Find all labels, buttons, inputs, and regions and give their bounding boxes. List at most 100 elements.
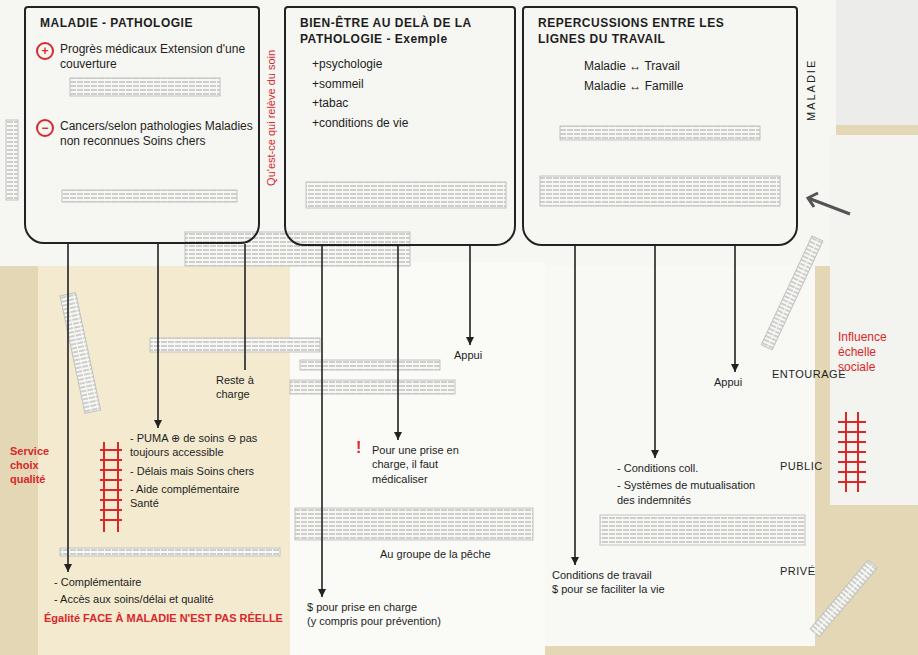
printed-strip <box>560 126 760 140</box>
connector-arrow <box>654 246 656 458</box>
node-text: Reste à charge <box>216 373 272 402</box>
printed-strip <box>295 508 533 540</box>
printed-strip <box>185 232 410 266</box>
node-text: Conditions de travail <box>552 568 723 582</box>
red-grid <box>838 421 866 423</box>
node-text: $ pour prise en charge <box>307 600 498 614</box>
vertical-note: Qu'est-ce qui relève du soin <box>265 23 279 213</box>
box-heading: REPERCUSSIONS ENTRE LES LIGNES DU TRAVAI… <box>538 16 763 47</box>
exclamation-mark: ! <box>356 438 368 458</box>
side-label: PUBLIC <box>780 460 830 474</box>
connector-arrow <box>244 244 246 370</box>
connector-arrow <box>157 244 159 428</box>
red-ladder <box>100 519 122 521</box>
red-grid <box>838 471 866 473</box>
list-item: +conditions de vie <box>312 116 514 132</box>
red-ladder <box>100 499 122 501</box>
red-note: Égalité FACE À MALADIE N'EST PAS RÉELLE <box>44 612 292 626</box>
printed-strip <box>300 360 440 370</box>
box-heading: BIEN-ÊTRE AU DELÀ DE LA PATHOLOGIE - Exe… <box>300 16 490 47</box>
node-text: Cancers/selon pathologies Maladies non r… <box>60 119 254 150</box>
red-note: Service choix qualité <box>10 445 62 486</box>
printed-strip <box>150 338 320 352</box>
text-node: - PUMA ⊕ de soins ⊖ pas toujours accessi… <box>128 428 268 513</box>
list-item: Maladie ↔ Famille <box>584 79 796 95</box>
paper-sheet <box>0 0 836 266</box>
red-grid <box>838 451 866 453</box>
printed-strip <box>60 293 101 414</box>
list-item: - Délais mais Soins chers <box>130 464 266 478</box>
node-text: Pour une prise en charge, il faut médica… <box>372 443 493 486</box>
red-ladder <box>100 489 122 491</box>
pointer-arrow <box>808 193 850 214</box>
printed-strip <box>290 380 455 394</box>
rounded-box: BIEN-ÊTRE AU DELÀ DE LA PATHOLOGIE - Exe… <box>284 6 516 246</box>
red-ladder <box>117 442 119 532</box>
red-ladder <box>100 469 122 471</box>
list-item: - Conditions coll. <box>617 461 771 475</box>
red-ladder <box>100 459 122 461</box>
text-node: Pour une prise en charge, il faut médica… <box>370 440 495 489</box>
red-ladder <box>103 442 105 532</box>
text-node: Reste à charge <box>214 370 274 405</box>
list-item: - Accès aux soins/délai et qualité <box>54 592 285 606</box>
printed-strip <box>6 120 18 200</box>
printed-strip <box>62 190 237 202</box>
box-heading: MALADIE - PATHOLOGIE <box>40 16 250 32</box>
red-ladder <box>100 449 122 451</box>
printed-strip <box>761 236 823 350</box>
printed-strip <box>540 176 780 206</box>
paper-sheet <box>836 0 918 125</box>
paper-sheet <box>38 266 290 655</box>
node-text: Appui <box>714 375 760 389</box>
plus-sign: + <box>36 42 54 60</box>
list-item: +tabac <box>312 96 514 112</box>
note: Au groupe de la pêche <box>380 548 530 562</box>
connector-arrow <box>67 244 69 572</box>
node-text: Appui <box>454 348 500 362</box>
list-item: - Aide complémentaire Santé <box>130 482 266 511</box>
printed-strip <box>6 78 877 637</box>
rounded-box: MALADIE - PATHOLOGIE + Progrès médicaux Ex… <box>24 6 260 244</box>
connector-arrow <box>574 246 576 565</box>
side-label: PRIVÉ <box>780 565 824 579</box>
list-item: +psychologie <box>312 57 514 73</box>
list-item: +sommeil <box>312 77 514 93</box>
red-grid <box>838 412 866 492</box>
list-item: - Complémentaire <box>54 575 285 589</box>
printed-strip <box>810 560 877 637</box>
red-ladder <box>100 479 122 481</box>
node-text: (y compris pour prévention) <box>307 614 498 628</box>
text-node: - Complémentaire - Accès aux soins/délai … <box>52 572 287 610</box>
red-ladder <box>100 509 122 511</box>
connector-arrow <box>321 246 323 597</box>
text-node: Appui <box>712 372 762 392</box>
list-item: - PUMA ⊕ de soins ⊖ pas toujours accessi… <box>130 431 266 460</box>
red-grid <box>838 481 866 483</box>
text-node: - Conditions coll. - Systèmes de mutualis… <box>615 458 773 510</box>
minus-sign: − <box>36 119 54 137</box>
list-item: - Systèmes de mutualisation des indemnit… <box>617 478 771 507</box>
red-note: Influence échelle sociale <box>838 330 914 375</box>
text-node: Conditions de travail$ pour se faciliter… <box>550 565 725 600</box>
text-node: $ pour prise en charge(y compris pour pr… <box>305 597 500 632</box>
printed-strip <box>60 548 280 556</box>
connector-arrow <box>734 246 736 372</box>
connector-arrow <box>469 246 471 345</box>
red-grid <box>838 431 866 433</box>
text-node: Appui <box>452 345 502 365</box>
red-grid <box>838 461 866 463</box>
node-text: Progrès médicaux Extension d'une couvert… <box>60 42 254 73</box>
vertical-title: MALADIE <box>805 50 819 130</box>
printed-strip <box>70 78 220 96</box>
paper-sheet <box>830 135 918 505</box>
rounded-box: REPERCUSSIONS ENTRE LES LIGNES DU TRAVAI… <box>522 6 798 246</box>
list-item: Maladie ↔ Travail <box>584 59 796 75</box>
node-text: $ pour se faciliter la vie <box>552 582 723 596</box>
printed-strip <box>306 182 506 208</box>
connector-arrow <box>397 246 399 440</box>
red-grid <box>838 441 866 443</box>
